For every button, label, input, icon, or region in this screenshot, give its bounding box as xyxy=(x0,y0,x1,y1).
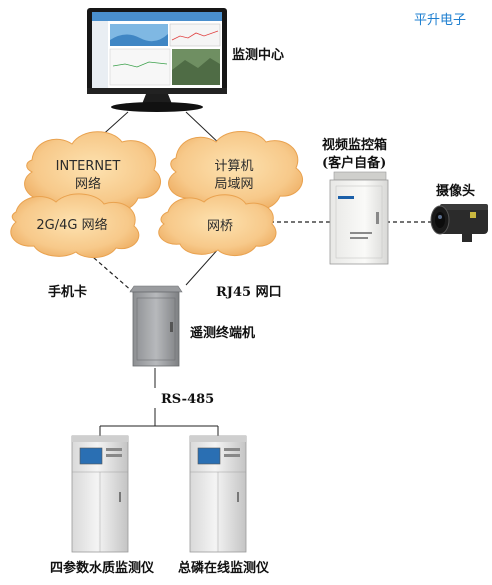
video-box-label-2: (客户自备) xyxy=(322,156,387,171)
cloud-mobile-label: 2G/4G 网络 xyxy=(36,217,107,233)
cloud-lan-label-1: 计算机 xyxy=(214,159,253,174)
sim-card-label: 手机卡 xyxy=(48,285,88,300)
camera xyxy=(430,204,488,242)
line-monitor-lan xyxy=(185,111,223,147)
dashed-lines xyxy=(77,221,434,293)
analyzer-right xyxy=(189,435,247,553)
cloud-lan xyxy=(168,131,303,211)
analyzer-left xyxy=(71,435,129,553)
cloud-bridge xyxy=(158,194,277,256)
cloud-mobile xyxy=(10,193,140,258)
camera-label: 摄像头 xyxy=(436,184,476,199)
video-box xyxy=(329,171,389,265)
video-box-label-1: 视频监控箱 xyxy=(322,138,388,153)
rj45-label: RJ45 网口 xyxy=(216,285,282,300)
monitor xyxy=(87,8,227,112)
rtu-cabinet xyxy=(129,285,183,367)
cloud-lan-label-2: 局域网 xyxy=(214,177,253,192)
brand-label: 平升电子 xyxy=(414,13,467,28)
analyzer-left-label: 四参数水质监测仪 xyxy=(50,561,155,576)
rs485-label: RS-485 xyxy=(161,392,215,407)
cloud-bridge-label: 网桥 xyxy=(207,219,233,234)
analyzer-right-label: 总磷在线监测仪 xyxy=(178,561,270,576)
dashed-sim-rtu xyxy=(77,243,134,293)
cloud-internet-label-1: INTERNET xyxy=(56,159,121,174)
rtu-label: 遥测终端机 xyxy=(190,326,256,341)
monitoring-center-label: 监测中心 xyxy=(232,48,285,63)
cloud-internet-label-2: 网络 xyxy=(75,176,101,192)
cloud-internet xyxy=(24,131,161,213)
